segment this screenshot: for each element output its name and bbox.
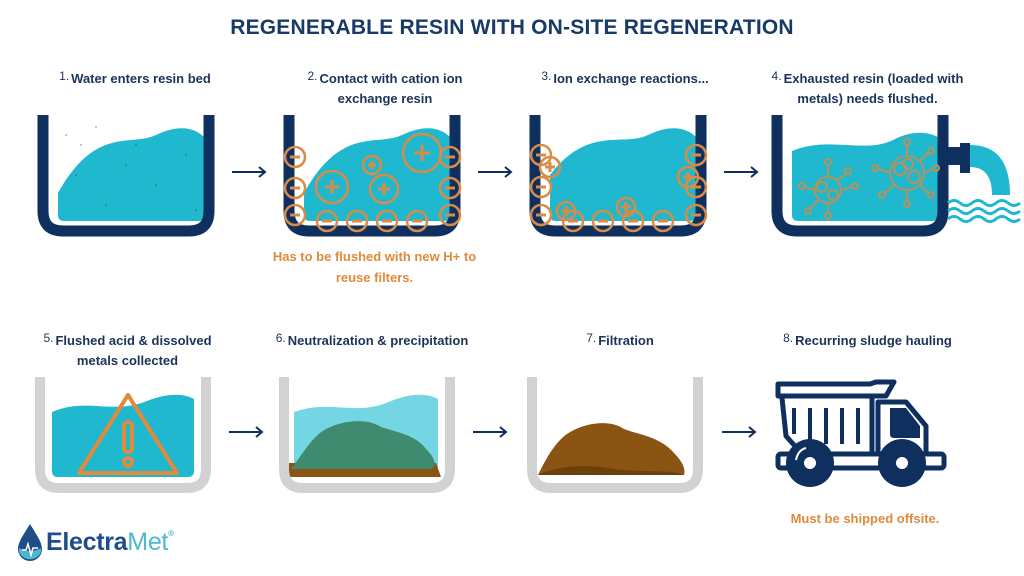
step-4-label: 4.Exhausted resin (loaded with metals) n… <box>771 69 964 106</box>
step-number: 8. <box>783 331 794 345</box>
step-6-tank-illustration <box>279 377 455 493</box>
step-number: 7. <box>586 331 597 345</box>
step-number: 1. <box>59 69 70 83</box>
step-7-label: 7.Filtration <box>586 331 654 348</box>
warning-triangle-icon <box>77 393 179 475</box>
step-2-label: 2.Contact with cation ion exchange resin <box>307 69 463 106</box>
step-7-tank-illustration <box>527 377 703 493</box>
metal-molecule-icon <box>871 138 940 208</box>
step-number: 3. <box>541 69 552 83</box>
step-3-label: 3.Ion exchange reactions... <box>541 69 709 86</box>
right-arrow-icon <box>722 426 757 438</box>
step-number: 6. <box>275 331 286 345</box>
step-2-note: Has to be flushed with new H+ to reuse f… <box>272 249 477 285</box>
step-6-label: 6.Neutralization & precipitation <box>275 331 469 348</box>
right-arrow-icon <box>478 166 513 178</box>
step-5-label: 5.Flushed acid & dissolved metals collec… <box>43 331 212 368</box>
water-drop-icon <box>18 524 42 561</box>
step-8-note: Must be shipped offsite. <box>790 511 940 526</box>
step-3-tank-illustration <box>529 115 708 237</box>
electramet-logo: ElectraMet® <box>14 522 174 562</box>
right-arrow-icon <box>724 166 759 178</box>
step-number: 5. <box>43 331 54 345</box>
step-4-tank-illustration <box>771 115 1021 237</box>
step-number: 4. <box>771 69 782 83</box>
step-number: 2. <box>307 69 318 83</box>
logo-wordmark: ElectraMet® <box>46 527 174 556</box>
right-arrow-icon <box>229 426 264 438</box>
step-1-tank-illustration <box>37 115 215 237</box>
page-title: REGENERABLE RESIN WITH ON-SITE REGENERAT… <box>230 16 794 39</box>
metal-molecule-icon <box>798 158 859 220</box>
right-arrow-icon <box>232 166 267 178</box>
dump-truck-icon <box>775 379 947 487</box>
step-2-tank-illustration <box>283 115 462 237</box>
step-8-label: 8.Recurring sludge hauling <box>783 331 952 348</box>
right-arrow-icon <box>473 426 508 438</box>
step-5-tank-illustration <box>35 377 211 493</box>
step-1-label: 1.Water enters resin bed <box>59 69 211 86</box>
